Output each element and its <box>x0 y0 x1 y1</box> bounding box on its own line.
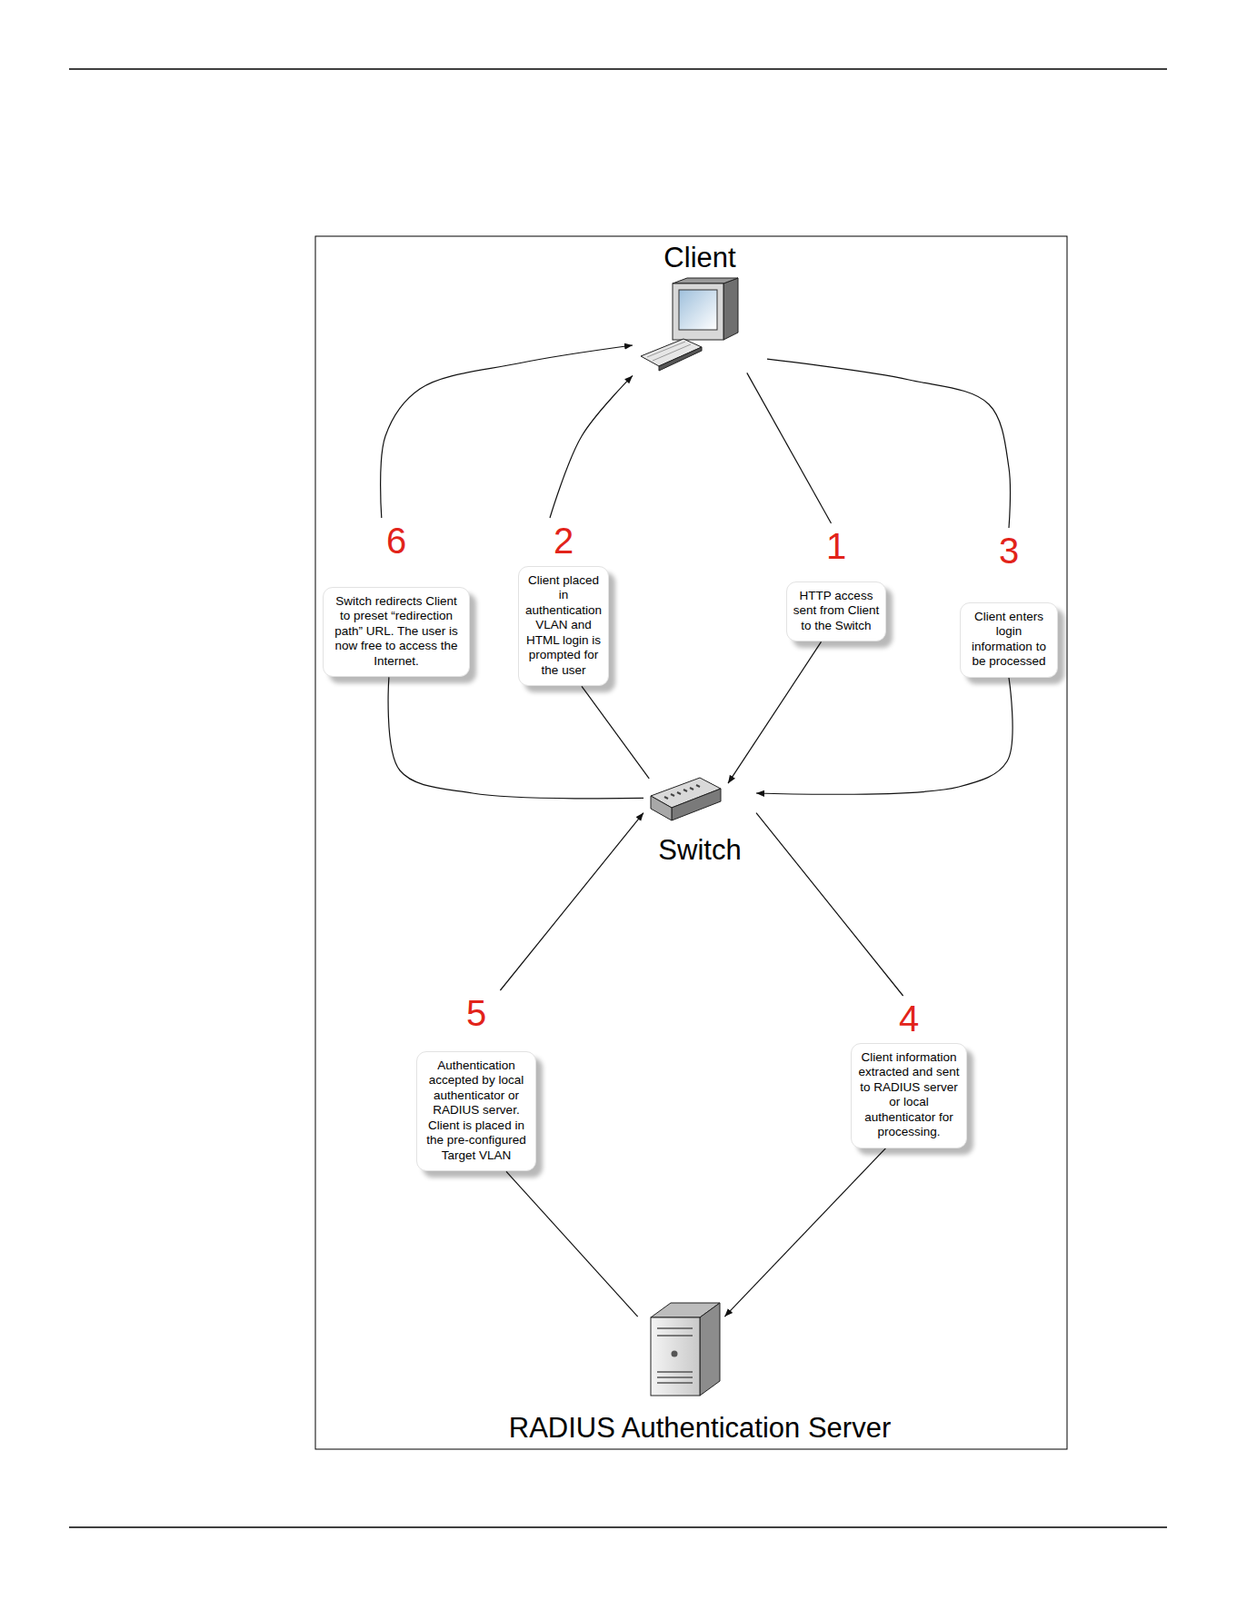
callout-number: 1 <box>786 523 887 569</box>
callout-bubble: Switch redirects Client to preset “redir… <box>322 587 470 678</box>
flow-connector <box>549 375 633 519</box>
flow-connector <box>756 678 1013 795</box>
footer-rule <box>69 1526 1168 1529</box>
connector-group <box>380 345 1013 1317</box>
switch-icon <box>650 778 721 821</box>
flow-connector <box>380 345 633 519</box>
step-text: Client information extracted and sent to… <box>857 1050 961 1141</box>
flow-connector <box>581 686 649 779</box>
figure-frame <box>315 236 1068 1450</box>
callout-bubble: Client placed in authentication VLAN and… <box>518 566 609 687</box>
callout-number: 6 <box>322 518 470 564</box>
step-text: Switch redirects Client to preset “redir… <box>329 594 464 669</box>
flow-connector <box>499 813 644 991</box>
callout-box: 4Client information extracted and sent t… <box>850 996 968 1149</box>
flow-connector <box>388 677 644 799</box>
device-label: Switch <box>643 834 757 868</box>
flow-connector <box>724 1148 886 1317</box>
flow-connector <box>506 1171 639 1317</box>
device-label: RADIUS Authentication Server <box>478 1412 922 1446</box>
callout-bubble: HTTP access sent from Client to the Swit… <box>786 581 887 642</box>
step-text: Client enters login information to be pr… <box>966 609 1052 670</box>
flow-connector <box>747 372 832 524</box>
callout-number: 2 <box>518 518 609 564</box>
header-rule <box>69 68 1168 70</box>
device-node: Switch <box>643 768 757 868</box>
callout-bubble: Client enters login information to be pr… <box>959 602 1058 679</box>
flow-connector <box>756 813 904 997</box>
device-label: Client <box>632 241 768 275</box>
client-computer-icon <box>640 278 739 371</box>
server-icon <box>650 1303 720 1397</box>
step-text: Client placed in authentication VLAN and… <box>524 573 603 679</box>
flow-connector <box>767 359 1011 529</box>
callout-box: 2Client placed in authentication VLAN an… <box>518 518 609 687</box>
callout-number: 4 <box>850 996 968 1042</box>
callout-number: 5 <box>416 990 537 1037</box>
callout-box: 5Authentication accepted by local authen… <box>416 990 537 1172</box>
callout-bubble: Authentication accepted by local authent… <box>416 1051 537 1172</box>
step-text: HTTP access sent from Client to the Swit… <box>792 588 880 634</box>
callout-bubble: Client information extracted and sent to… <box>850 1043 968 1149</box>
step-text: Authentication accepted by local authent… <box>422 1058 530 1164</box>
flow-connector <box>728 641 822 784</box>
callout-number: 3 <box>959 528 1058 574</box>
callout-box: 3Client enters login information to be p… <box>959 528 1058 679</box>
callout-box: 1HTTP access sent from Client to the Swi… <box>786 523 887 642</box>
device-node: RADIUS Authentication Server <box>478 1297 922 1446</box>
callout-box: 6Switch redirects Client to preset “redi… <box>322 518 470 678</box>
device-node: Client <box>632 241 768 380</box>
